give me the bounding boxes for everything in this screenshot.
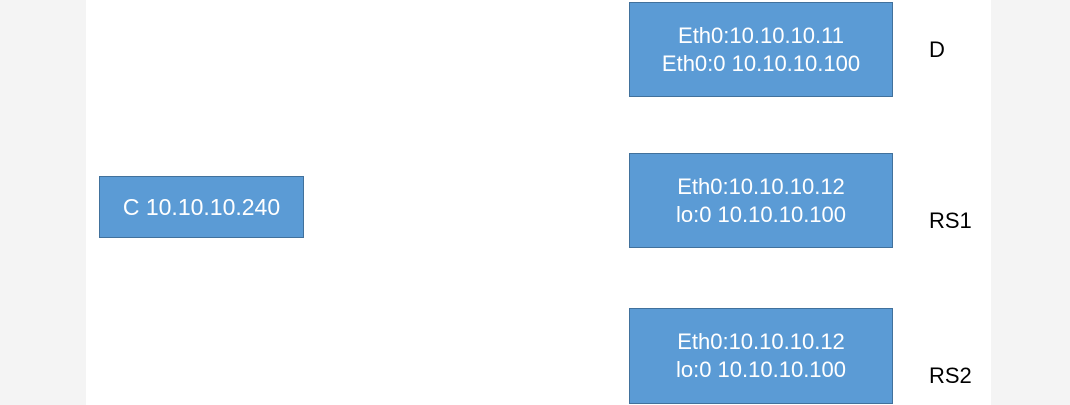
real-server-2-lo-address: lo:0 10.10.10.100 [675,357,847,382]
real-server-1-node: Eth0:10.10.10.12 lo:0 10.10.10.100 [629,153,893,248]
director-eth0-address: Eth0:10.10.10.11 [678,22,844,48]
director-node: Eth0:10.10.10.11 Eth0:0 10.10.10.100 [629,2,893,97]
real-server-2-role-label: RS2 [929,363,972,388]
real-server-1-role-label: RS1 [929,208,972,233]
real-server-1-eth0-address: Eth0:10.10.10.12 [677,173,845,199]
real-server-2-node: Eth0:10.10.10.12 lo:0 10.10.10.100 [629,308,893,404]
director-vip-address: Eth0:0 10.10.10.100 [661,50,861,76]
real-server-2-eth0-address: Eth0:10.10.10.12 [677,329,845,354]
client-node: C 10.10.10.240 [99,176,304,238]
real-server-1-lo-address: lo:0 10.10.10.100 [675,201,847,227]
client-node-label: C 10.10.10.240 [122,194,281,220]
director-role-label: D [929,37,945,62]
